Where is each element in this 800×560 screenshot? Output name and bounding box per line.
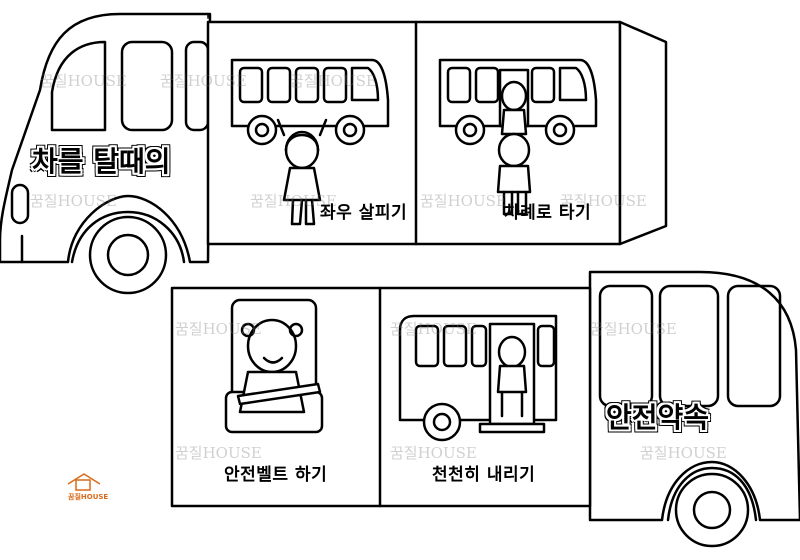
logo: 꿈질HOUSE: [68, 493, 109, 501]
caption-belt: 안전벨트 하기: [224, 465, 328, 485]
left-bus-front: [0, 12, 212, 295]
logo-house-icon: [67, 473, 101, 491]
left-bus-title: 차를 탈때의: [32, 145, 171, 178]
caption-line: 차례로 타기: [504, 203, 592, 223]
right-bus-title: 안전약속: [606, 401, 710, 434]
right-bus-back: [588, 270, 800, 548]
caption-slow: 천천히 내리기: [432, 465, 536, 485]
panel-line-illustration: [438, 58, 598, 216]
panel-belt-illustration: [224, 298, 324, 434]
caption-look: 좌우 살피기: [320, 203, 408, 223]
panel-slow-illustration: [398, 314, 558, 442]
panel-look-illustration: [230, 58, 390, 226]
